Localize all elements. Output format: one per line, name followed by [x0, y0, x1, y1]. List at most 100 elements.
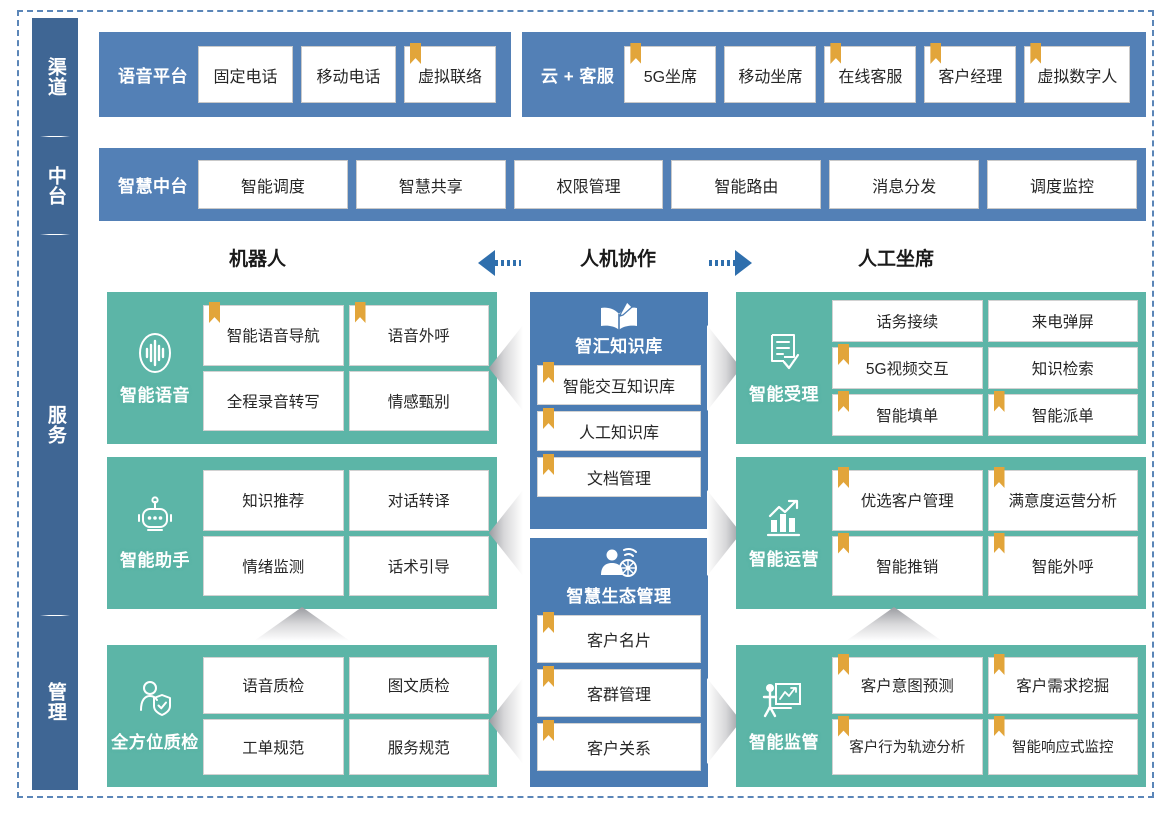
- cell-customer-behavior-trajectory-analysis[interactable]: 客户行为轨迹分析: [832, 715, 983, 775]
- cell-call-connection[interactable]: 话务接续: [832, 300, 983, 342]
- chip-account-manager[interactable]: 客户经理: [924, 43, 1017, 103]
- chip-virtual-contact[interactable]: 虚拟联络: [404, 43, 496, 103]
- cell-incoming-call-popup[interactable]: 来电弹屏: [987, 300, 1138, 342]
- chip-label: 权限管理: [556, 178, 621, 196]
- panel-smart-assistant-grid: 知识推荐 对话转译 情绪监测 话术引导: [203, 470, 497, 596]
- cell-smart-form-filling[interactable]: 智能填单: [832, 391, 983, 436]
- cell-label: 服务规范: [387, 739, 450, 757]
- rail-label-channel: 渠道: [44, 57, 66, 97]
- triangle-left-icon: [478, 250, 495, 276]
- cell-5g-video-interaction[interactable]: 5G视频交互: [832, 344, 983, 389]
- cell-smart-dispatch-order[interactable]: 智能派单: [987, 391, 1138, 436]
- cell-satisfaction-operation-analysis[interactable]: 满意度运营分析: [987, 467, 1138, 531]
- cell-emotion-monitoring[interactable]: 情绪监测: [203, 535, 344, 596]
- cell-customer-intent-prediction[interactable]: 客户意图预测: [832, 654, 983, 714]
- panel-smart-acceptance-grid: 话务接续 来电弹屏 5G视频交互 知识检索 智能填单 智能派单: [832, 300, 1146, 436]
- arrow-to-agent: [709, 250, 752, 276]
- person-shield-icon: [132, 679, 178, 723]
- form-check-icon: [764, 331, 804, 375]
- bookmark-ribbon-icon: [830, 43, 842, 64]
- panel-smart-voice: 智能语音 智能语音导航 语音外呼 全程录音转写 情感甄别: [107, 292, 497, 444]
- voice-wave-icon: [134, 330, 176, 376]
- center-block-title: 智慧生态管理: [566, 587, 672, 606]
- cell-emotion-detection[interactable]: 情感甄别: [348, 370, 489, 431]
- bookmark-ribbon-icon: [543, 720, 554, 741]
- column-header-collaboration: 人机协作: [580, 244, 656, 271]
- cell-knowledge-recommendation[interactable]: 知识推荐: [203, 470, 344, 531]
- cell-dialogue-translation[interactable]: 对话转译: [348, 470, 489, 531]
- panel-title: 智能语音: [120, 386, 190, 405]
- rail-label-middle: 中台: [44, 165, 66, 206]
- chip-label: 智能调度: [240, 178, 305, 196]
- cell-manual-knowledge-base[interactable]: 人工知识库: [537, 408, 701, 451]
- book-pen-icon: [597, 300, 641, 332]
- cell-label: 知识检索: [1031, 361, 1094, 378]
- cell-smart-voice-navigation[interactable]: 智能语音导航: [203, 302, 344, 366]
- chip-fixed-phone[interactable]: 固定电话: [198, 46, 293, 103]
- cell-customer-card[interactable]: 客户名片: [537, 612, 701, 663]
- panel-smart-acceptance-label: 智能受理: [736, 331, 832, 405]
- rail-divider-2: [40, 234, 70, 235]
- cell-service-standard[interactable]: 服务规范: [348, 718, 489, 775]
- robot-icon: [133, 495, 177, 541]
- bookmark-ribbon-icon: [630, 43, 642, 64]
- chip-online-service[interactable]: 在线客服: [824, 43, 917, 103]
- cell-label: 文档管理: [586, 471, 651, 488]
- chip-smart-routing[interactable]: 智能路由: [671, 160, 822, 209]
- cell-smart-marketing[interactable]: 智能推销: [832, 532, 983, 596]
- cell-smart-responsive-monitoring[interactable]: 智能响应式监控: [987, 715, 1138, 775]
- cell-interactive-knowledge-base[interactable]: 智能交互知识库: [537, 362, 701, 405]
- bookmark-ribbon-icon: [209, 302, 220, 323]
- cell-label: 优选客户管理: [860, 493, 954, 511]
- panel-title: 智能受理: [749, 385, 819, 404]
- chip-smart-sharing[interactable]: 智慧共享: [355, 160, 506, 209]
- panel-smart-acceptance: 智能受理 话务接续 来电弹屏 5G视频交互 知识检索 智能填单 智能派单: [736, 292, 1146, 444]
- cell-script-guidance[interactable]: 话术引导: [348, 535, 489, 596]
- presenter-board-icon: [761, 679, 807, 723]
- center-block-knowledge-base: 智汇知识库 智能交互知识库 人工知识库 文档管理: [530, 292, 708, 529]
- chip-label: 移动坐席: [738, 68, 803, 86]
- cell-label: 客户行为轨迹分析: [849, 740, 966, 757]
- bookmark-ribbon-icon: [838, 391, 849, 412]
- chip-5g-seat[interactable]: 5G坐席: [624, 43, 717, 103]
- diagram-frame: [17, 10, 1154, 798]
- middle-platform-title: 智慧中台: [118, 177, 188, 196]
- arrow-to-robot: [478, 250, 521, 276]
- chip-virtual-digital-human[interactable]: 虚拟数字人: [1024, 43, 1131, 103]
- chip-message-distribution[interactable]: 消息分发: [829, 160, 980, 209]
- cell-label: 话术引导: [387, 558, 450, 576]
- cell-voice-outbound[interactable]: 语音外呼: [348, 302, 489, 366]
- bookmark-ribbon-icon: [993, 654, 1005, 675]
- chip-smart-dispatch[interactable]: 智能调度: [198, 160, 348, 209]
- panel-smart-operation-label: 智能运营: [736, 496, 832, 570]
- cell-smart-outbound-call[interactable]: 智能外呼: [987, 532, 1138, 596]
- cell-label: 情感甄别: [387, 393, 450, 411]
- cell-text-image-quality-inspection[interactable]: 图文质检: [348, 657, 489, 714]
- cell-document-management[interactable]: 文档管理: [537, 454, 701, 497]
- cell-full-recording-transcription[interactable]: 全程录音转写: [203, 370, 344, 431]
- cell-voice-quality-inspection[interactable]: 语音质检: [203, 657, 344, 714]
- cell-customer-group-management[interactable]: 客群管理: [537, 666, 701, 717]
- cell-customer-demand-mining[interactable]: 客户需求挖掘: [987, 654, 1138, 714]
- center-block-ecosystem-management-header: 智慧生态管理: [567, 546, 672, 607]
- cell-preferred-customer-management[interactable]: 优选客户管理: [832, 467, 983, 531]
- cell-label: 来电弹屏: [1031, 314, 1094, 331]
- cell-label: 智能外呼: [1031, 558, 1094, 576]
- rail-divider-3: [40, 615, 70, 616]
- chip-mobile-seat[interactable]: 移动坐席: [724, 46, 817, 103]
- chip-label: 5G坐席: [643, 68, 698, 86]
- chip-label: 虚拟联络: [417, 68, 482, 86]
- chip-dispatch-monitoring[interactable]: 调度监控: [987, 160, 1137, 209]
- cell-customer-relationship[interactable]: 客户关系: [537, 720, 701, 771]
- cell-knowledge-retrieval[interactable]: 知识检索: [987, 347, 1138, 389]
- cell-label: 话务接续: [876, 314, 939, 331]
- triangle-right-icon: [735, 250, 752, 276]
- chip-label: 客户经理: [938, 68, 1003, 86]
- chip-permission-management[interactable]: 权限管理: [513, 160, 664, 209]
- cell-label: 客户需求挖掘: [1016, 678, 1110, 696]
- chip-mobile-phone[interactable]: 移动电话: [301, 46, 396, 103]
- bookmark-ribbon-icon: [543, 362, 554, 383]
- cell-label: 人工知识库: [578, 425, 659, 442]
- cell-label: 智能推销: [876, 558, 939, 576]
- cell-ticket-standard[interactable]: 工单规范: [203, 718, 344, 775]
